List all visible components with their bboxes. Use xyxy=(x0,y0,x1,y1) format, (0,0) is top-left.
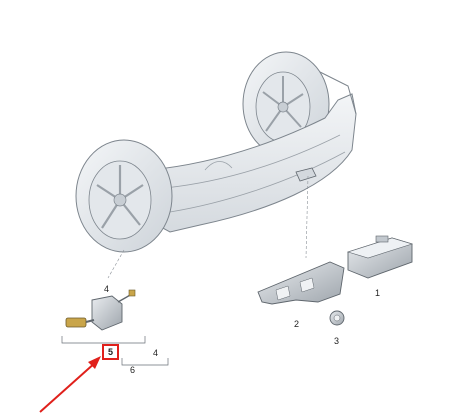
label-6: 6 xyxy=(130,365,135,375)
label-1: 1 xyxy=(375,288,380,298)
label-3: 3 xyxy=(334,336,339,346)
rear-bumper xyxy=(147,71,357,233)
front-wheel xyxy=(75,139,173,253)
part-3-nut xyxy=(329,310,345,326)
group-brackets xyxy=(61,336,169,366)
highlight-box xyxy=(102,344,119,360)
tpms-sensor-assembly xyxy=(65,289,136,331)
rear-wheel xyxy=(242,51,330,157)
label-4-bottom: 4 xyxy=(153,348,158,358)
leader-lines xyxy=(107,175,309,279)
label-2: 2 xyxy=(294,319,299,329)
part-2-bracket xyxy=(257,261,345,305)
label-5: 5 xyxy=(108,347,113,357)
label-4-top: 4 xyxy=(104,284,109,294)
part-1-control-unit xyxy=(346,235,414,279)
pointer-arrow xyxy=(39,356,101,413)
